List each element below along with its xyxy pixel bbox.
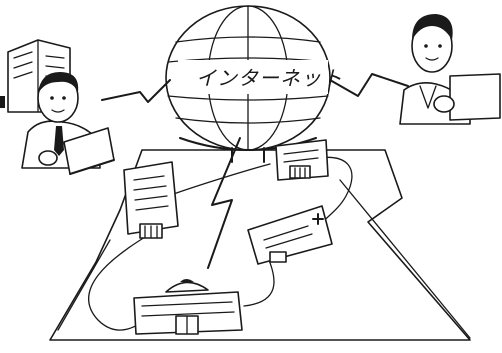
person-right-icon (400, 14, 500, 124)
edge-mark (0, 96, 5, 108)
city-office-icon (124, 162, 178, 238)
globe-label: インターネット (196, 66, 343, 90)
city-shop-icon (276, 140, 328, 180)
lightning-left (102, 80, 170, 102)
